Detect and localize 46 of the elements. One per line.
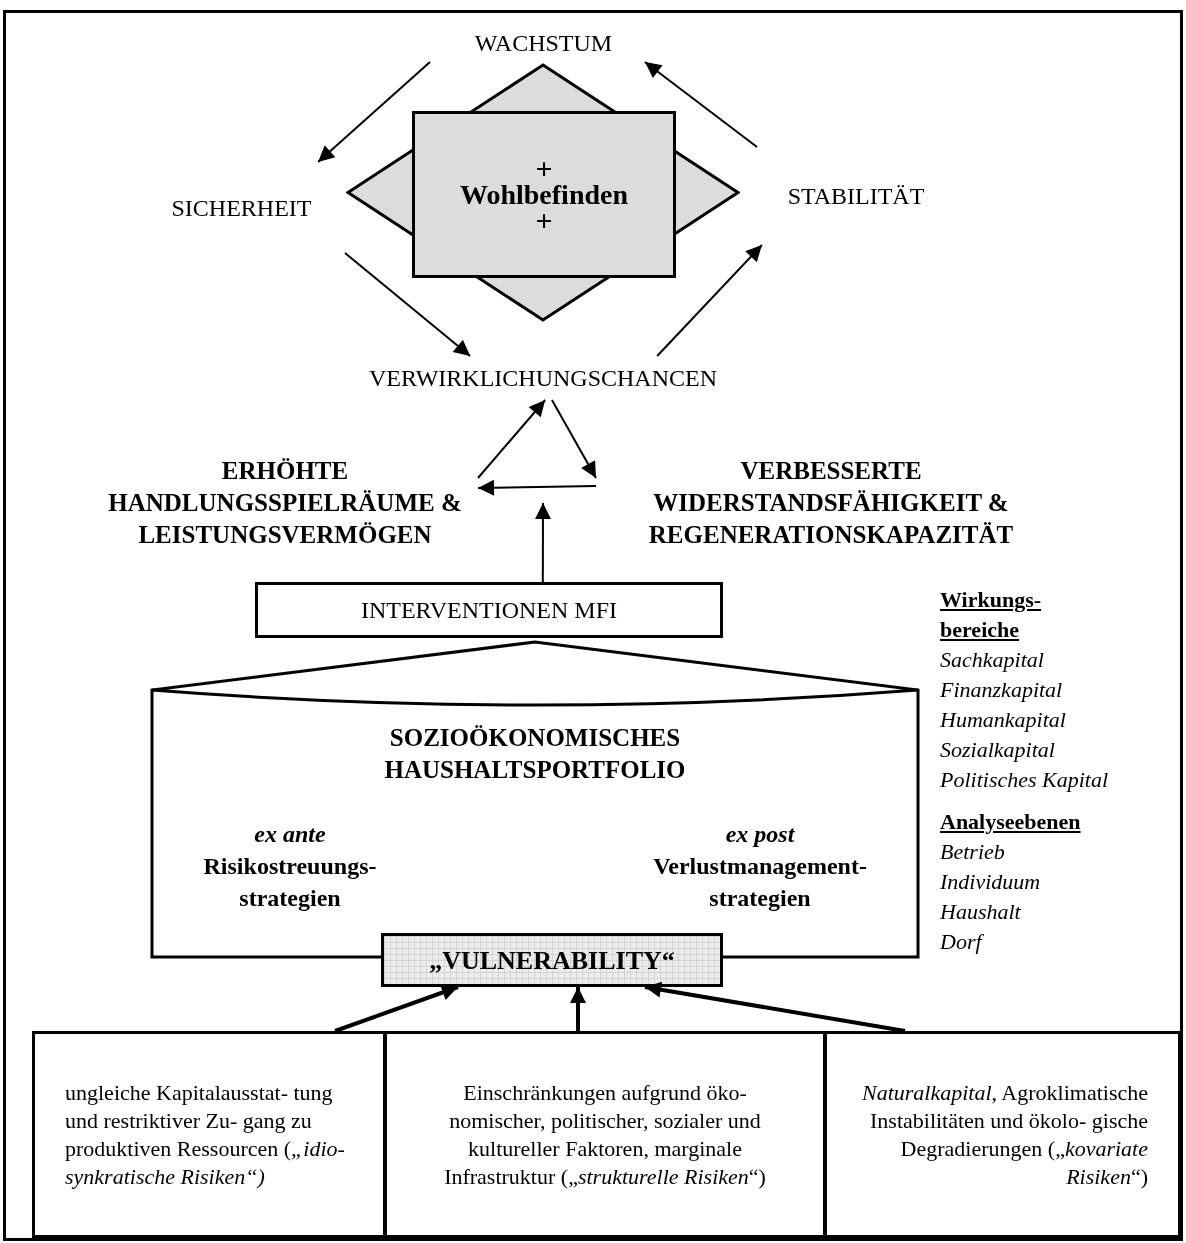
vulnerability-box <box>381 933 723 987</box>
list-item: Individuum <box>940 868 1042 896</box>
box-title: Wohlbefinden <box>459 179 629 210</box>
risk-box <box>824 1031 1181 1238</box>
column-subtitle: ex ante <box>253 820 327 849</box>
list-item: Sachkapital <box>940 646 1045 674</box>
arrow <box>643 61 758 148</box>
portfolio-title: SOZIOÖKONOMISCHES HAUSHALTSPORTFOLIO <box>383 723 687 785</box>
arrow <box>317 61 431 163</box>
concept-label: VERWIRKLICHUNGSCHANCEN <box>330 356 756 400</box>
arrow <box>477 399 547 479</box>
concept-label: WACHSTUM <box>430 24 657 62</box>
list-item: Dorf <box>940 928 985 956</box>
box-text: „VULNERABILITY“ <box>429 944 675 977</box>
section-heading: Wirkungs- bereiche <box>940 586 1043 644</box>
process-box <box>255 582 723 638</box>
box-text: INTERVENTIONEN MFI <box>360 596 617 625</box>
list-item: Betrieb <box>940 838 1006 866</box>
column-subtitle: ex post <box>724 820 796 849</box>
list-item: Sozialkapital <box>940 736 1056 764</box>
arrow <box>344 252 472 357</box>
plus-sign: + <box>535 209 553 232</box>
arrow <box>534 502 551 583</box>
strategy-text: Risikostreuungs- strategien <box>202 852 378 913</box>
arrow <box>644 981 906 1033</box>
arrow <box>477 479 597 496</box>
list-item: Politisches Kapital <box>940 766 1109 794</box>
strategy-text: Verlustmanagement- strategien <box>652 852 868 913</box>
arrow <box>570 987 586 1031</box>
risk-text: ungleiche Kapitalausstat- tung und restriktiver Zu- gang zu produktiven Ressourcen („idio- synkratische Risiken“) <box>65 1078 346 1191</box>
list-item: Haushalt <box>940 898 1022 926</box>
list-item: Humankapital <box>940 706 1067 734</box>
risk-text: Naturalkapital, Agroklimatische Instabilitäten und ökolo- gische Degradierungen („kovariate Risiken“) <box>861 1078 1148 1191</box>
risk-text: Einschränkungen aufgrund öko- nomischer, politischer, sozialer und kultureller Faktoren, marginale Infrastruktur („strukturelle Risiken“) <box>443 1078 767 1191</box>
arrow <box>550 399 597 479</box>
concept-label: STABILITÄT <box>757 147 955 245</box>
outcome-label: VERBESSERTE WIDERSTANDSFÄHIGKEIT & REGENERATIONSKAPAZITÄT <box>596 453 1066 553</box>
section-heading: Analyseebenen <box>940 808 1082 836</box>
plus-sign: + <box>535 157 553 180</box>
concept-label: SICHERHEIT <box>138 162 345 253</box>
risk-box <box>384 1031 826 1238</box>
outcome-label: ERHÖHTE HANDLUNGSSPIELRÄUME & LEISTUNGSVERMÖGEN <box>92 453 478 553</box>
arrow <box>334 984 459 1033</box>
arrow <box>656 244 763 357</box>
risk-box <box>32 1031 386 1238</box>
list-item: Finanzkapital <box>940 676 1064 704</box>
